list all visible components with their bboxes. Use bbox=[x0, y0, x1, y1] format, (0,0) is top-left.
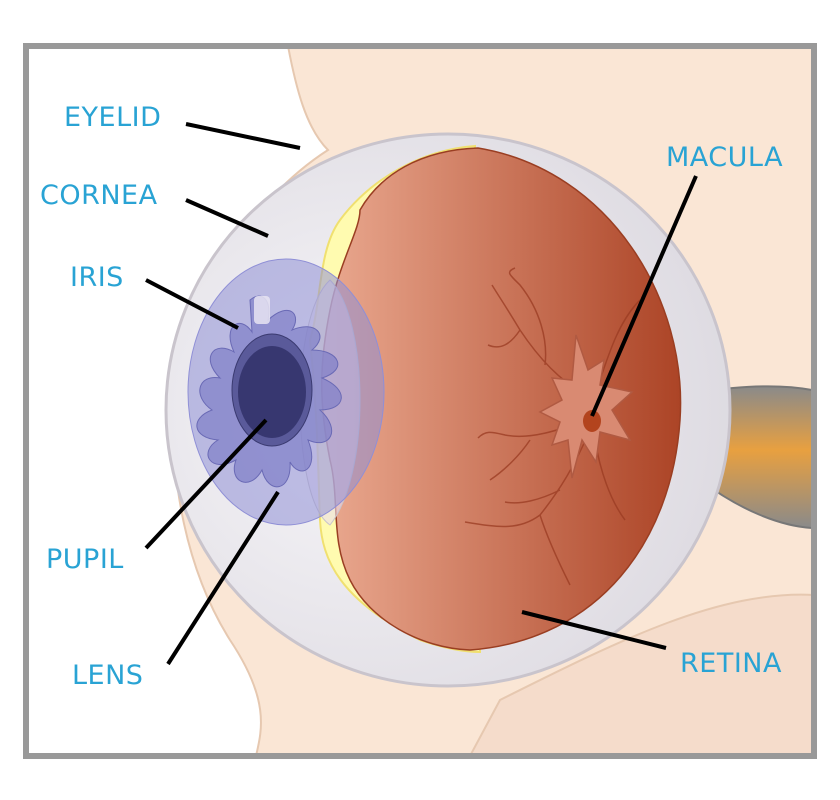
leader-cornea bbox=[185, 198, 269, 238]
label-cornea: CORNEA bbox=[40, 180, 158, 211]
retina-body bbox=[320, 147, 682, 651]
leader-eyelid bbox=[185, 122, 301, 150]
leader-retina bbox=[521, 610, 667, 650]
leader-lines bbox=[144, 122, 698, 666]
diagram-frame bbox=[23, 43, 817, 759]
macula-spot bbox=[538, 334, 634, 479]
leader-lens bbox=[166, 490, 280, 666]
macula-center bbox=[583, 410, 601, 432]
label-pupil: PUPIL bbox=[46, 544, 124, 575]
label-lens: LENS bbox=[72, 660, 143, 691]
label-macula: MACULA bbox=[666, 142, 783, 173]
label-retina: RETINA bbox=[680, 648, 782, 679]
pupil bbox=[238, 346, 306, 438]
iris-highlight bbox=[254, 296, 270, 324]
label-iris: IRIS bbox=[70, 262, 124, 293]
leader-pupil bbox=[144, 418, 268, 550]
label-eyelid: EYELID bbox=[64, 102, 161, 133]
leader-macula bbox=[590, 175, 698, 417]
leader-iris bbox=[145, 278, 239, 330]
